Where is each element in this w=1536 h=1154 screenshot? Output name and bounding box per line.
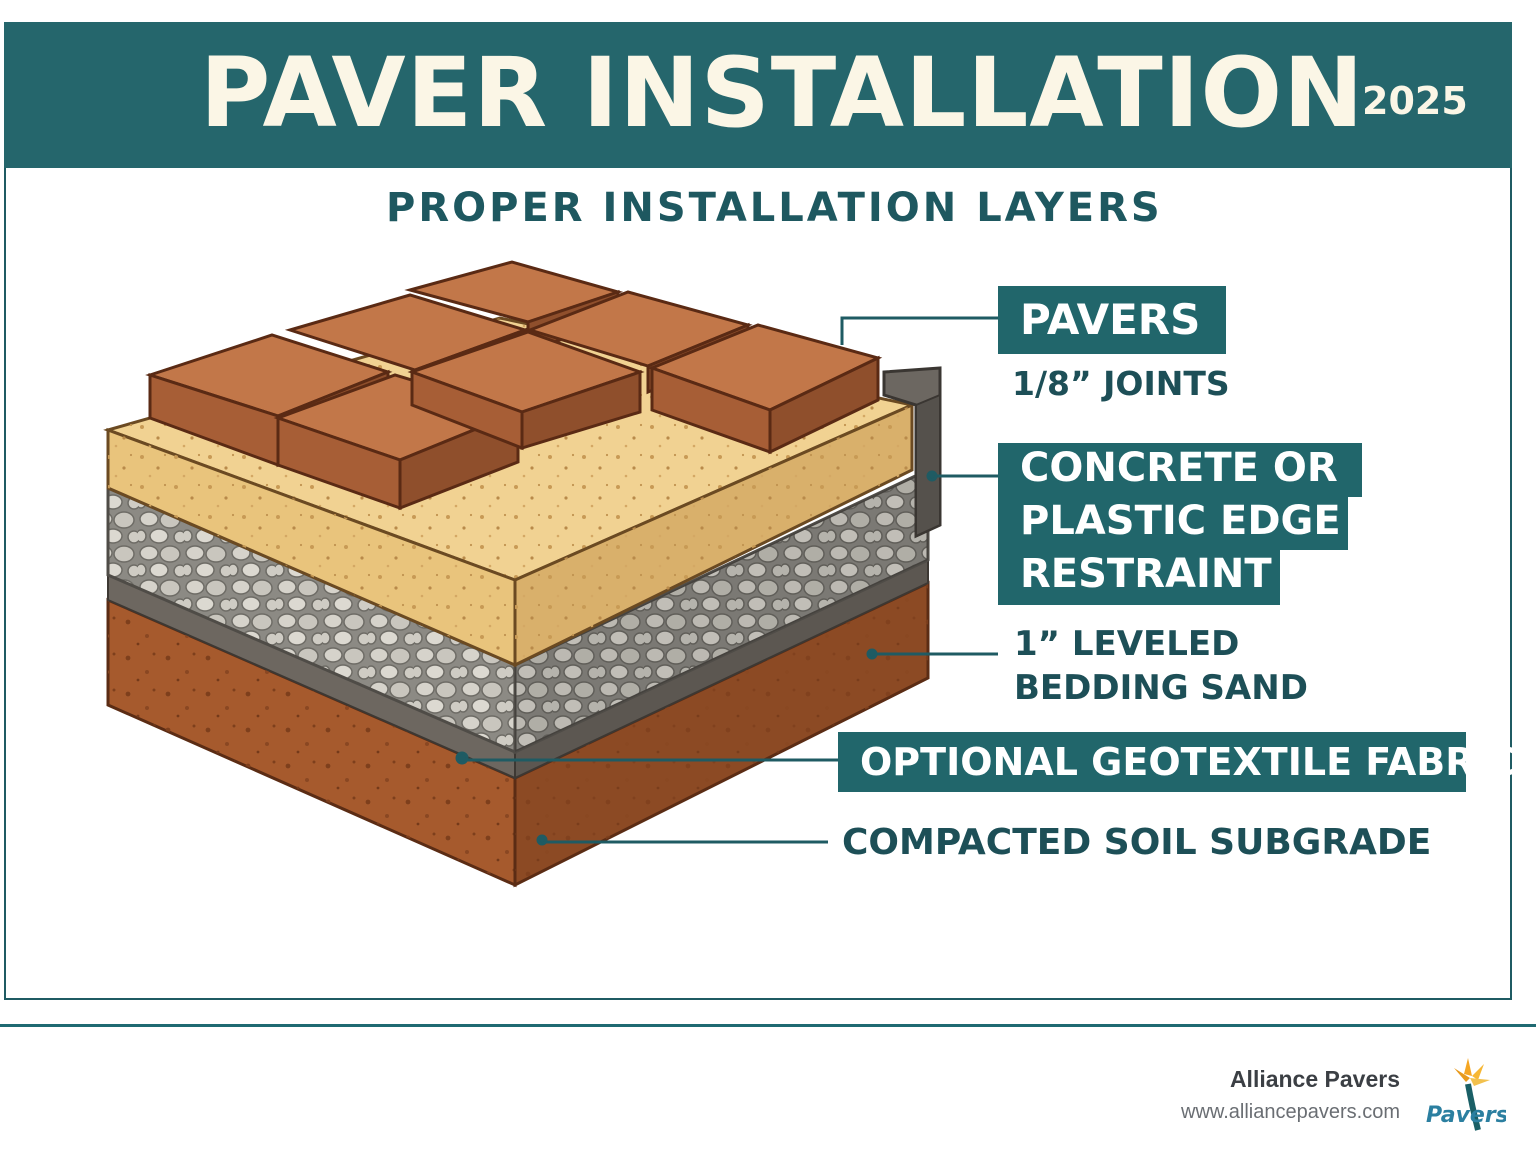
paver-7 <box>647 323 883 455</box>
paver-units <box>145 260 883 511</box>
edge-restraint-label-line-2: PLASTIC EDGE <box>998 496 1348 550</box>
edge-restraint-label-line-3: RESTRAINT <box>998 549 1280 605</box>
year-badge: 2025 <box>1362 79 1468 123</box>
footer-divider <box>0 1024 1536 1027</box>
bedding-sand-label-line-2: BEDDING SAND <box>1014 668 1308 708</box>
paver-5 <box>407 330 645 451</box>
subgrade-label: COMPACTED SOIL SUBGRADE <box>842 822 1432 863</box>
leader-lines <box>455 316 998 846</box>
edge-restraint-label-line-1: CONCRETE OR <box>998 443 1362 497</box>
gravel-base-layer <box>106 467 930 755</box>
diagram-subtitle: PROPER INSTALLATION LAYERS <box>386 185 1163 231</box>
svg-text:Pavers: Pavers <box>1426 1103 1506 1128</box>
soil-subgrade-layer <box>106 580 930 888</box>
page-title: PAVER INSTALLATION <box>200 37 1365 149</box>
edge-restraint <box>882 366 942 539</box>
company-website[interactable]: www.alliancepavers.com <box>1181 1101 1400 1123</box>
geotextile-label: OPTIONAL GEOTEXTILE FABRIC <box>838 732 1517 792</box>
pavers-leader <box>840 316 998 345</box>
title-bar <box>4 22 1512 168</box>
company-name: Alliance Pavers <box>1229 1066 1400 1092</box>
company-logo: Pavers <box>1426 1058 1506 1131</box>
joints-label: 1/8” JOINTS <box>1012 364 1230 403</box>
pavers-label: PAVERS <box>998 286 1226 354</box>
bedding-sand-label-line-1: 1” LEVELED <box>1014 624 1240 664</box>
